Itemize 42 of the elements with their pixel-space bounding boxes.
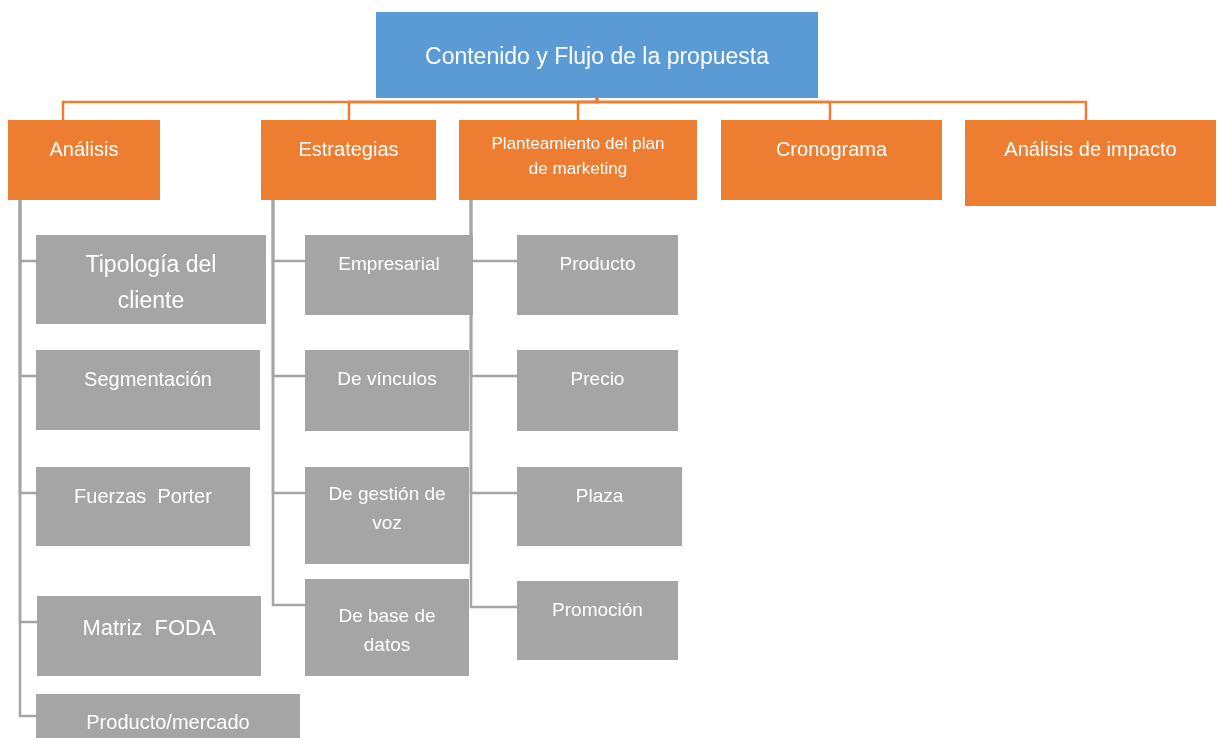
node-label: Promoción	[551, 598, 644, 622]
node-label: Planteamiento del plan de marketing	[490, 133, 666, 180]
topic-box	[36, 467, 250, 546]
node-label: Empresarial	[337, 252, 441, 276]
topic-box	[517, 581, 678, 660]
topic-box	[305, 467, 469, 564]
title-box	[376, 12, 818, 98]
node-label: Estrategias	[297, 137, 400, 162]
node-label: De gestión de voz	[327, 482, 447, 536]
topic-box	[305, 350, 469, 431]
node-label: Matriz FODA	[81, 614, 217, 642]
connector-line	[576, 98, 599, 120]
node-label: Contenido y Flujo de la propuesta	[424, 42, 770, 71]
topic-box	[37, 596, 261, 676]
topic-box	[36, 694, 300, 738]
node-label: De vínculos	[336, 367, 438, 391]
node-label: Análisis de impacto	[1003, 137, 1178, 162]
topic-box	[305, 235, 473, 315]
node-label: Plaza	[574, 484, 625, 508]
node-label: Tipología del cliente	[84, 250, 218, 315]
node-label: Segmentación	[83, 367, 213, 392]
topic-box	[305, 579, 469, 676]
node-label: Producto/mercado	[85, 710, 251, 735]
node-label: Producto	[558, 252, 637, 276]
category-box	[965, 120, 1216, 206]
connector-line	[595, 97, 1088, 120]
topic-box	[36, 235, 266, 324]
category-box	[721, 120, 942, 200]
category-box	[261, 120, 436, 200]
node-label: De base de datos	[337, 604, 437, 658]
connector-line	[271, 200, 305, 607]
node-label: Precio	[569, 367, 626, 391]
node-label: Análisis	[48, 137, 120, 162]
category-box	[459, 120, 697, 200]
node-label: Fuerzas Porter	[73, 484, 213, 509]
category-box	[8, 120, 160, 200]
connector-line	[18, 200, 36, 718]
topic-box	[517, 235, 678, 315]
node-label: Cronograma	[774, 137, 889, 162]
topic-box	[517, 350, 678, 431]
topic-box	[517, 467, 682, 546]
topic-box	[36, 350, 260, 430]
